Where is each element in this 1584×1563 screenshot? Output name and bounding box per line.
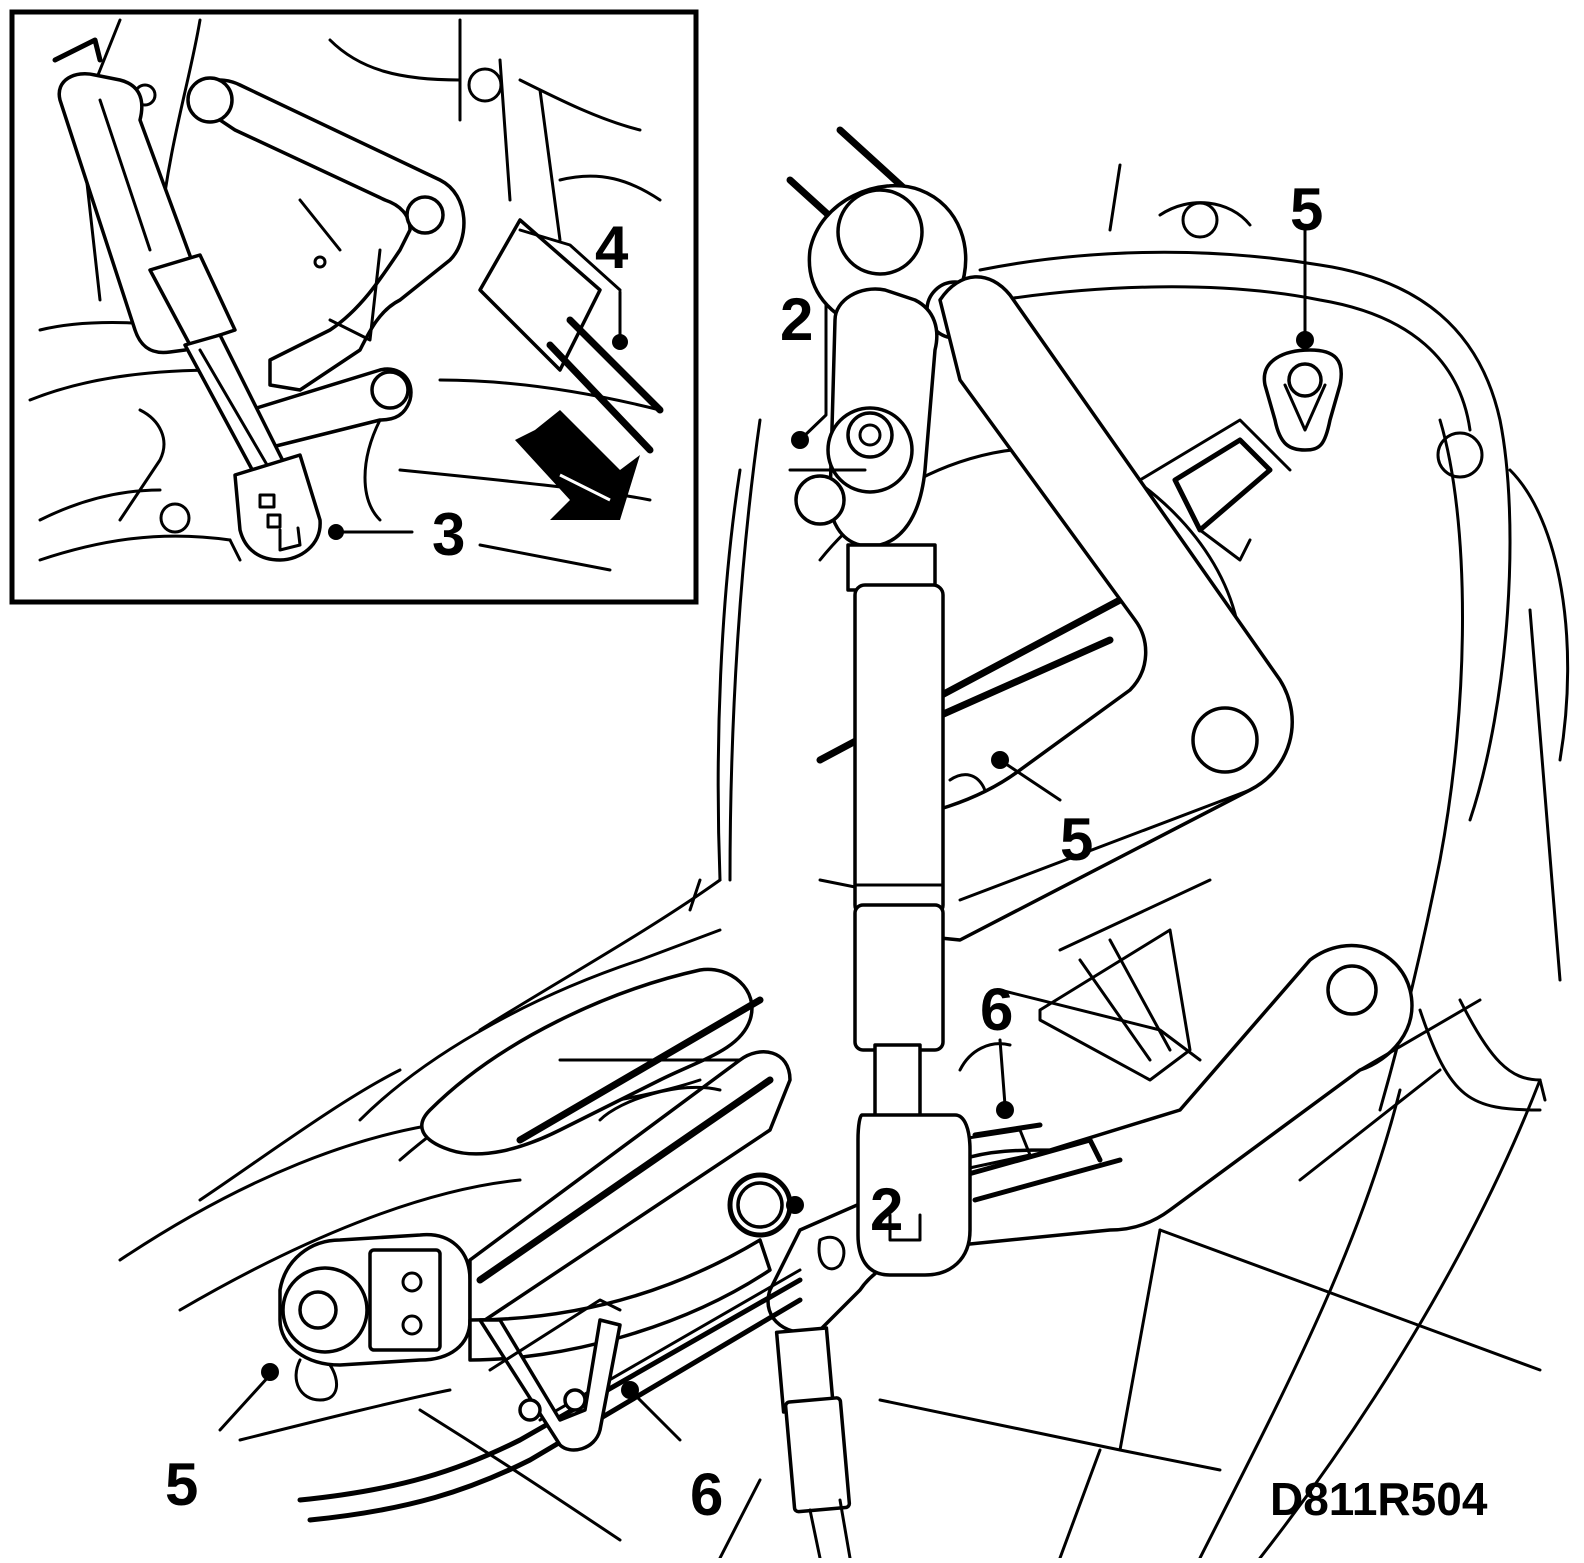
body-frame <box>878 163 1570 1560</box>
cables <box>238 1042 1043 1560</box>
direction-arrow-icon <box>515 410 640 520</box>
main-view: 2 2 5 5 5 6 6 <box>118 126 1570 1560</box>
pivot-bolt-top <box>794 474 846 526</box>
callout-2-bottom: 2 <box>870 1176 903 1243</box>
callout-5-middle: 5 <box>1060 806 1093 873</box>
callout-4: 4 <box>595 214 629 281</box>
main-callouts: 2 2 5 5 5 6 6 <box>165 176 1323 1528</box>
actuator-housing <box>816 418 1292 1082</box>
figure-reference-code: D811R504 <box>1270 1473 1488 1525</box>
gas-strut <box>826 287 972 1277</box>
callout-2-top: 2 <box>780 286 813 353</box>
callout-6-upper: 6 <box>980 976 1013 1043</box>
leader-lines <box>218 228 1314 1442</box>
callout-5-bottom-left: 5 <box>165 1451 198 1518</box>
inset-drawing <box>28 18 664 572</box>
clip-top-right <box>1262 348 1343 452</box>
tube-assembly <box>118 418 764 1312</box>
detail-inset: 4 3 <box>9 9 699 605</box>
callout-5-top-right: 5 <box>1290 176 1323 243</box>
callout-3: 3 <box>432 501 465 568</box>
left-lever <box>278 1050 792 1402</box>
callout-6-lower: 6 <box>690 1461 723 1528</box>
